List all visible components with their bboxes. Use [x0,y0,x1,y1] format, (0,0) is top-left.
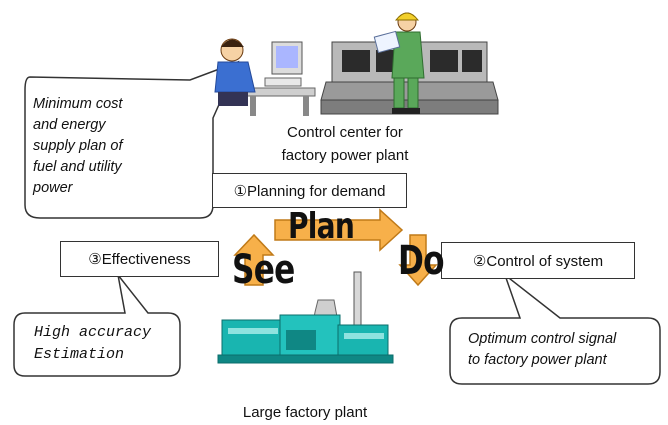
caption-line: factory power plant [281,147,409,164]
optimum-callout-bubble [449,272,661,385]
callout-line: and energy [33,117,106,133]
control-console-illustration [320,12,499,115]
callout-line: to factory power plant [468,352,607,368]
see-arrow [233,233,275,286]
callout-line: Optimum control signal [468,331,617,347]
accuracy-callout: High accuracy Estimation [34,322,151,366]
callout-line: supply plan of [33,138,123,154]
office-worker-illustration [214,38,316,116]
do-label: Do [398,238,445,284]
control-center-caption: Control center for factory power plant [245,121,445,167]
control-box: ②Control of system [441,242,635,279]
callout-line: Minimum cost [33,96,123,112]
callout-line: power [33,180,73,196]
factory-plant-illustration [217,271,394,364]
effectiveness-box: ③Effectiveness [60,241,219,277]
optimum-callout: Optimum control signal to factory power … [468,329,616,371]
factory-caption: Large factory plant [242,404,368,421]
do-arrow [398,234,438,287]
plan-label: Plan [288,206,355,247]
callout-line: Estimation [34,346,125,363]
cost-plan-callout-bubble [24,60,240,219]
see-label: See [232,247,295,293]
planning-box: ①Planning for demand [212,173,407,208]
plan-arrow [274,208,404,252]
callout-line: fuel and utility [33,159,122,175]
accuracy-callout-bubble [13,274,181,377]
caption-line: Control center for [287,124,403,141]
cost-plan-callout: Minimum cost and energy supply plan of f… [33,94,122,199]
callout-line: High accuracy [34,324,152,341]
